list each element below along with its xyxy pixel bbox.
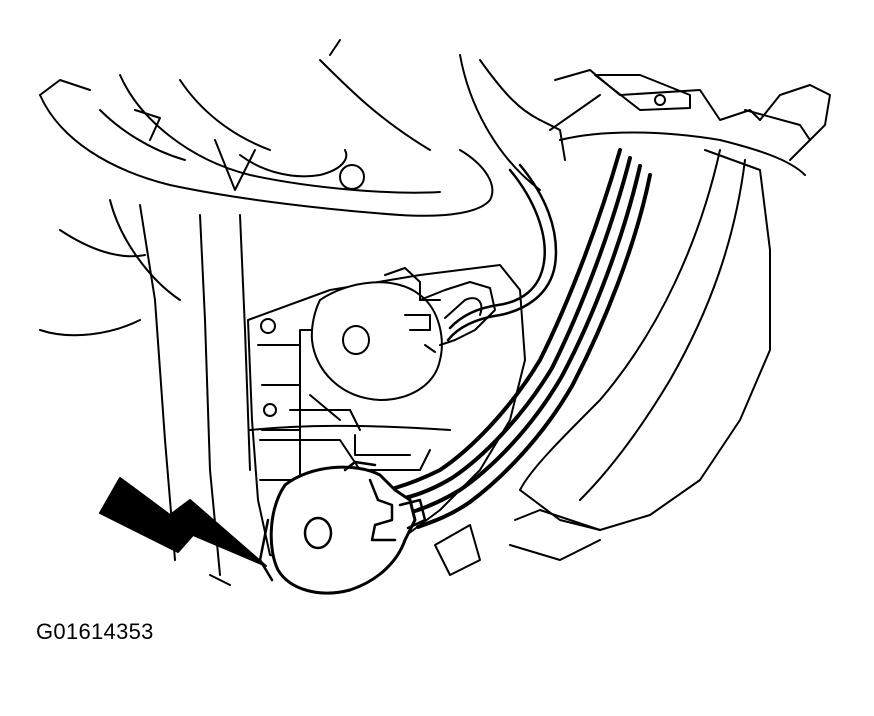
right-housing: [509, 149, 771, 561]
pointer-arrow-icon: [99, 477, 267, 567]
upper-actuator: [310, 267, 496, 401]
mounting-bracket: [247, 264, 526, 561]
thin-wire: [446, 163, 558, 342]
upper-shroud: [39, 39, 494, 217]
upper-right-structure: [459, 54, 831, 191]
wire-harness: [393, 148, 652, 529]
lower-tab: [434, 524, 481, 576]
figure-id-label: G01614353: [36, 619, 154, 644]
lower-actuator: [258, 460, 427, 595]
